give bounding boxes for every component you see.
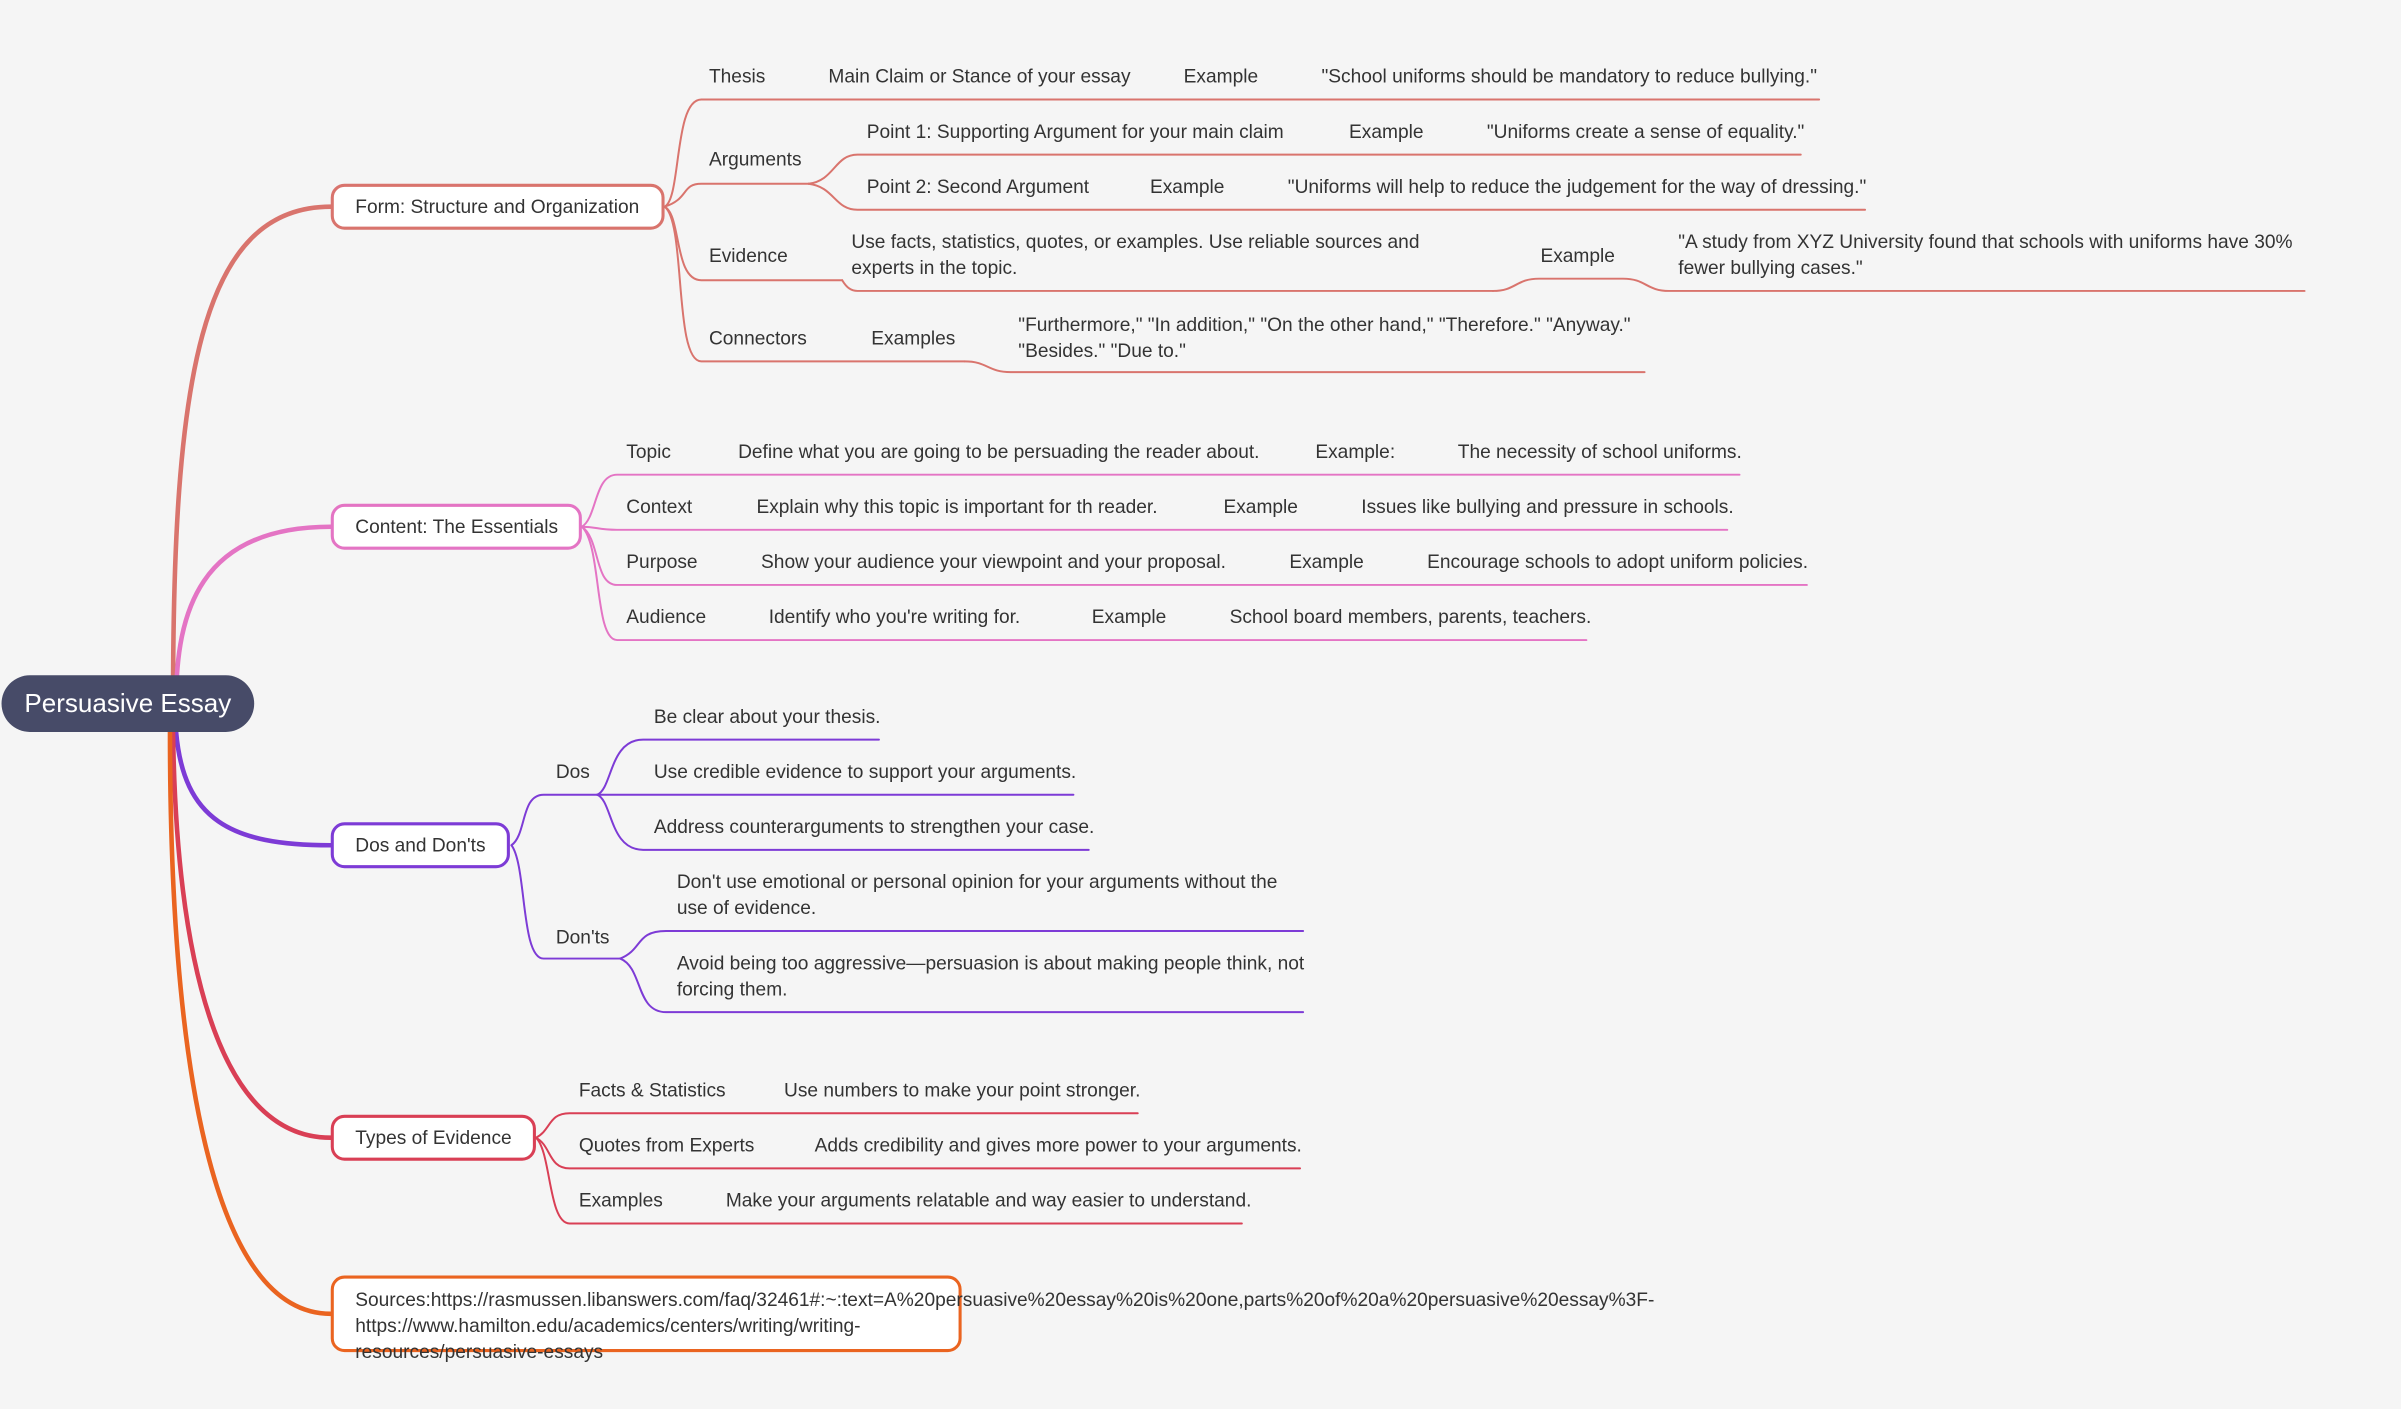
node-thesis[interactable]: Thesis	[708, 65, 766, 88]
node-dos[interactable]: Dos	[555, 761, 590, 783]
node-dos-item-3[interactable]: Address counterarguments to strengthen y…	[653, 816, 1095, 838]
node-donts-item-2[interactable]: Avoid being too aggressive—persuasion is…	[676, 952, 1305, 1000]
node-evidence-example[interactable]: "A study from XYZ University found that …	[1678, 231, 2293, 279]
node-purpose-desc[interactable]: Show your audience your viewpoint and yo…	[761, 551, 1227, 573]
node-thesis-desc[interactable]: Main Claim or Stance of your essay	[828, 65, 1131, 88]
branch-content[interactable]: Content: The Essentials	[330, 503, 583, 550]
node-donts-item-1[interactable]: Don't use emotional or personal opinion …	[676, 871, 1278, 919]
node-connectors-examples-label[interactable]: Examples	[871, 327, 956, 350]
node-topic-desc[interactable]: Define what you are going to be persuadi…	[738, 441, 1260, 463]
node-arguments[interactable]: Arguments	[708, 148, 802, 170]
node-context-desc[interactable]: Explain why this topic is important for …	[756, 496, 1158, 518]
node-purpose-example[interactable]: Encourage schools to adopt uniform polic…	[1427, 551, 1809, 573]
branch-sources[interactable]: Sources:https://rasmussen.libanswers.com…	[330, 1275, 1654, 1363]
node-evidence[interactable]: Evidence	[708, 245, 788, 267]
node-thesis-example-label[interactable]: Example	[1183, 65, 1259, 88]
node-examples[interactable]: Examples	[578, 1189, 663, 1212]
node-point1-example-label[interactable]: Example	[1349, 120, 1424, 143]
node-context[interactable]: Context	[626, 496, 693, 518]
edge-root-form	[170, 204, 334, 706]
edge-root-content	[173, 524, 334, 706]
node-connectors[interactable]: Connectors	[708, 327, 807, 350]
node-context-example[interactable]: Issues like bullying and pressure in sch…	[1361, 496, 1734, 518]
node-point2[interactable]: Point 2: Second Argument	[866, 176, 1090, 198]
node-quotes[interactable]: Quotes from Experts	[578, 1134, 755, 1157]
node-examples-desc[interactable]: Make your arguments relatable and way ea…	[725, 1189, 1252, 1212]
node-point2-example-label[interactable]: Example	[1149, 176, 1225, 198]
node-dos-item-1[interactable]: Be clear about your thesis.	[653, 705, 881, 728]
node-purpose[interactable]: Purpose	[626, 551, 698, 573]
branch-evidence-types[interactable]: Types of Evidence	[330, 1114, 537, 1161]
branch-form[interactable]: Form: Structure and Organization	[330, 183, 664, 230]
node-topic-example-label[interactable]: Example:	[1315, 441, 1396, 463]
node-facts[interactable]: Facts & Statistics	[578, 1079, 726, 1101]
node-donts[interactable]: Don'ts	[555, 926, 610, 948]
node-point1[interactable]: Point 1: Supporting Argument for your ma…	[866, 120, 1284, 143]
edge-root-evidence	[170, 729, 334, 1141]
root-node[interactable]: Persuasive Essay	[1, 675, 255, 732]
edge-root-sources	[167, 729, 334, 1317]
node-connectors-examples[interactable]: "Furthermore," "In addition," "On the ot…	[1018, 313, 1631, 362]
node-audience-example[interactable]: School board members, parents, teachers.	[1229, 606, 1592, 628]
node-purpose-example-label[interactable]: Example	[1289, 551, 1364, 573]
node-audience[interactable]: Audience	[626, 606, 707, 628]
node-audience-example-label[interactable]: Example	[1091, 606, 1167, 628]
node-audience-desc[interactable]: Identify who you're writing for.	[768, 606, 1021, 628]
node-topic[interactable]: Topic	[626, 441, 671, 463]
node-facts-desc[interactable]: Use numbers to make your point stronger.	[784, 1079, 1141, 1101]
node-evidence-desc[interactable]: Use facts, statistics, quotes, or exampl…	[851, 231, 1420, 279]
node-thesis-example[interactable]: "School uniforms should be mandatory to …	[1321, 65, 1818, 88]
node-evidence-example-label[interactable]: Example	[1540, 245, 1615, 267]
edge-root-dos	[173, 729, 334, 848]
node-context-example-label[interactable]: Example	[1223, 496, 1298, 518]
node-point1-example[interactable]: "Uniforms create a sense of equality."	[1486, 120, 1805, 143]
node-dos-item-2[interactable]: Use credible evidence to support your ar…	[653, 761, 1077, 783]
node-point2-example[interactable]: "Uniforms will help to reduce the judgem…	[1287, 176, 1867, 198]
node-quotes-desc[interactable]: Adds credibility and gives more power to…	[814, 1134, 1302, 1157]
branch-dos-donts[interactable]: Dos and Don'ts	[330, 822, 511, 869]
node-topic-example[interactable]: The necessity of school uniforms.	[1457, 441, 1742, 463]
